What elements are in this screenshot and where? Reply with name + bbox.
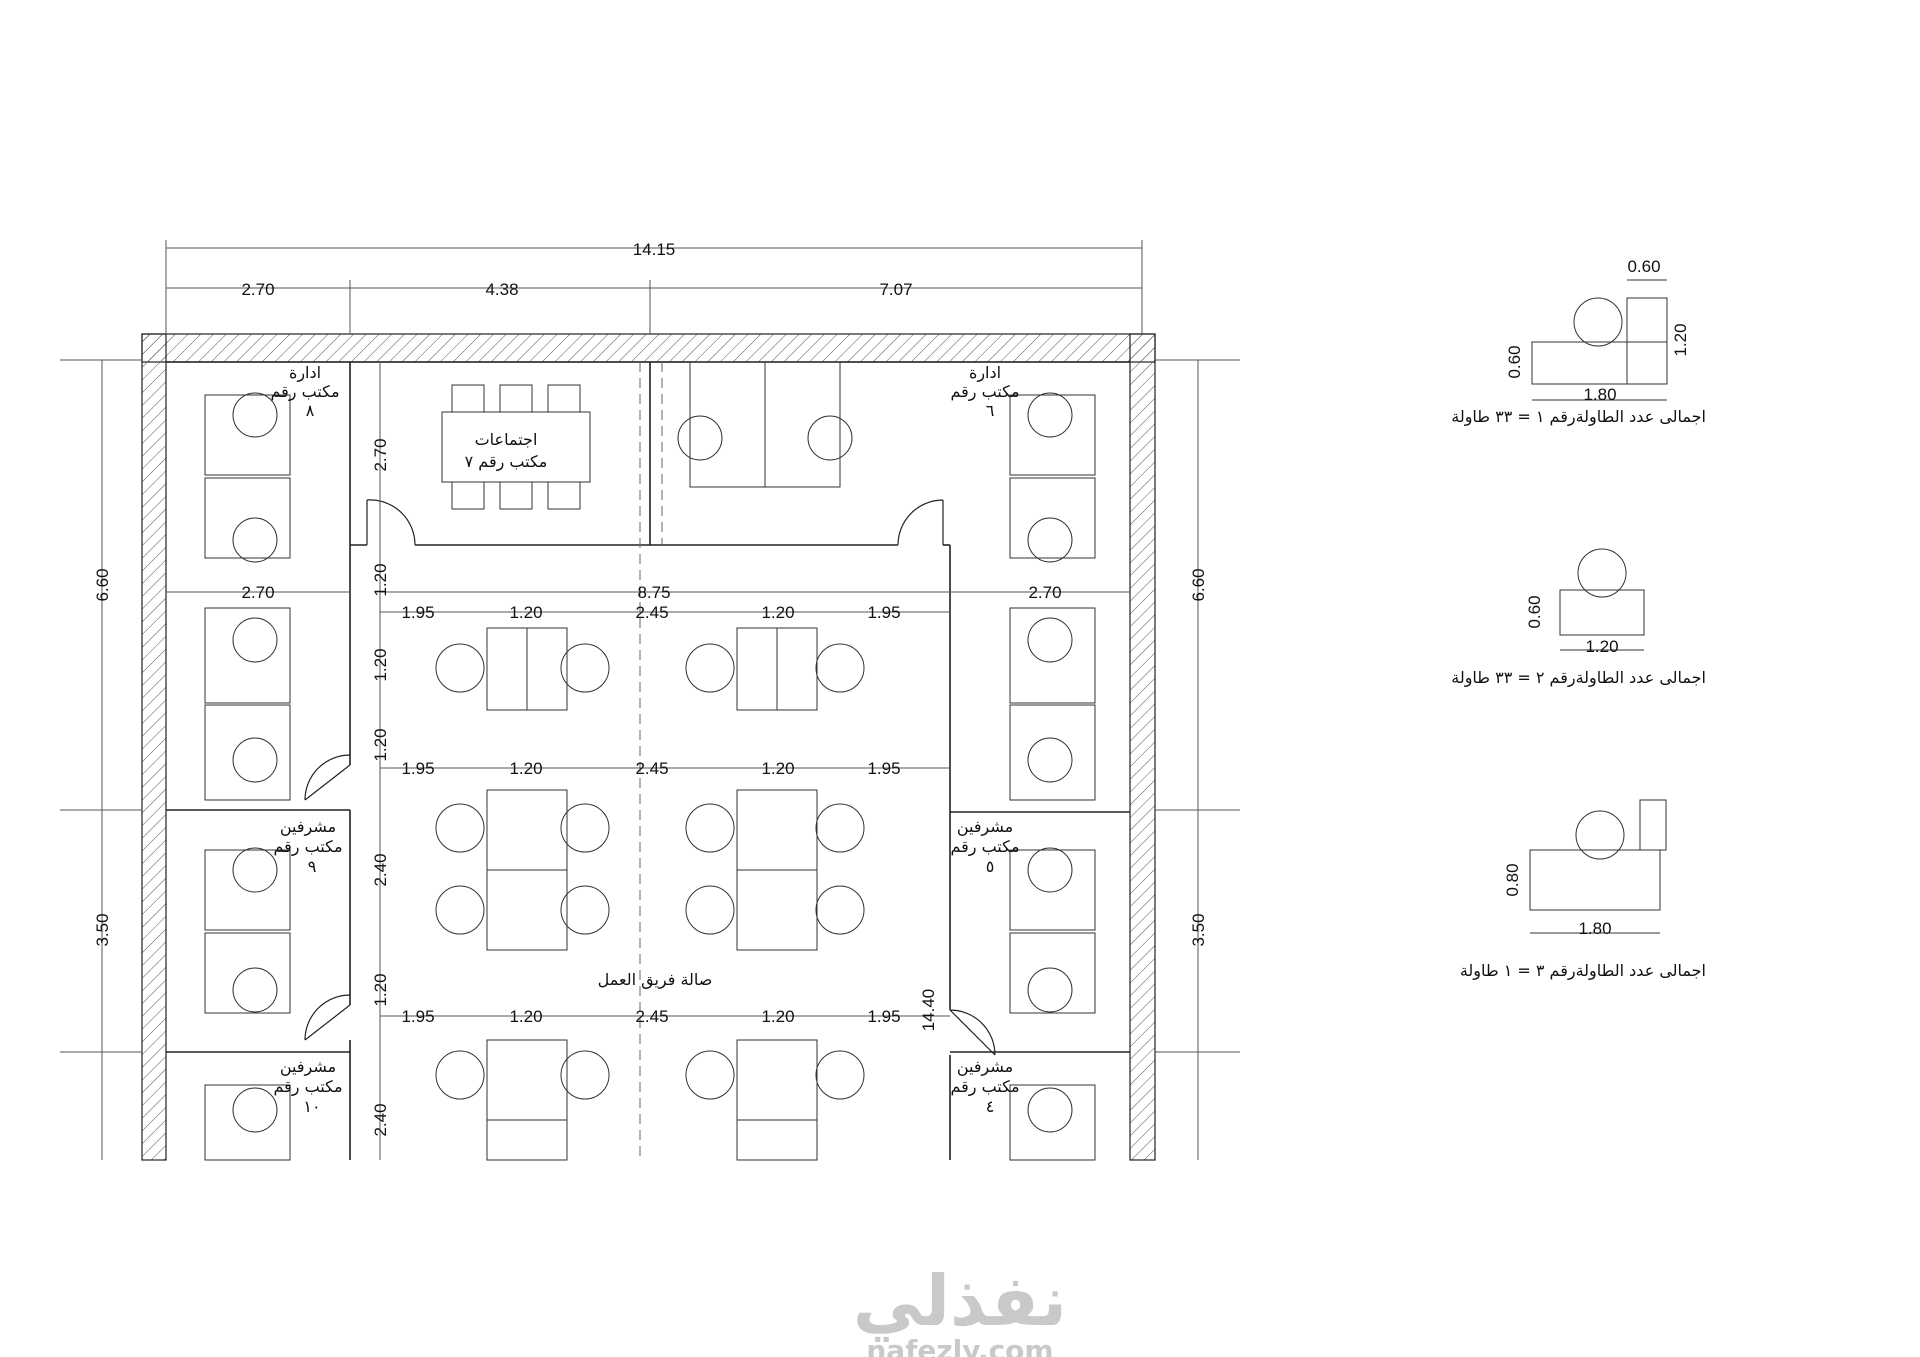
doors (304, 499, 996, 1056)
office-9-number: ٩ (308, 857, 317, 876)
dim-row-spacing: 1.20 (761, 1007, 794, 1026)
dim-hall-depth: 14.40 (919, 989, 938, 1032)
dim-row-spacing: 1.95 (867, 603, 900, 622)
watermark-latin: nafezly.com (866, 1334, 1053, 1357)
dim-row-spacing: 2.45 (635, 603, 668, 622)
legend-2-dim: 0.60 (1525, 595, 1544, 628)
dimension-lines (60, 240, 1240, 1160)
dim-row-spacing: 1.20 (509, 1007, 542, 1026)
legend-1-caption: اجمالى عدد الطاولةرقم ١ = ٣٣ طاولة (1451, 407, 1706, 427)
office-8-label: مكتب رقم (270, 382, 339, 402)
office-5-number: ٥ (986, 857, 995, 876)
dim-overall-width: 14.15 (633, 240, 676, 259)
dim-row-spacing: 1.95 (867, 759, 900, 778)
axis-lines (639, 362, 663, 1160)
office-8-label: ادارة (289, 363, 321, 383)
legend-1-dim: 0.60 (1505, 345, 1524, 378)
legend-3-dim: 1.80 (1578, 919, 1611, 938)
outer-walls (141, 333, 1156, 1161)
dimension-labels: 14.15 2.70 4.38 7.07 6.60 3.50 6.60 3.50… (93, 240, 1208, 1137)
room-labels: ادارة مكتب رقم ٨ اجتماعات مكتب رقم ٧ ادا… (270, 363, 1019, 1116)
dim-row-spacing: 1.20 (761, 759, 794, 778)
dim-side-right: 6.60 (1189, 568, 1208, 601)
office-9-label: مشرفين (280, 817, 336, 837)
dim-vertical: 1.20 (371, 648, 390, 681)
watermark-arabic: نفذلي (853, 1260, 1067, 1342)
legend: 0.60 1.20 0.60 1.80 اجمالى عدد الطاولةرق… (1451, 257, 1706, 981)
dim-vertical: 2.40 (371, 1103, 390, 1136)
dim-row-spacing: 1.95 (867, 1007, 900, 1026)
legend-1-dim: 1.20 (1671, 323, 1690, 356)
dim-office-width-right: 2.70 (1028, 583, 1061, 602)
legend-drawings (1529, 279, 1668, 934)
office-4-number: ٤ (986, 1097, 995, 1116)
chairs-persons (232, 392, 1073, 1133)
office-10-label: مكتب رقم (273, 1077, 342, 1097)
office-6-label: ادارة (969, 363, 1001, 383)
dim-row-spacing: 1.20 (509, 759, 542, 778)
dim-hall-width: 8.75 (637, 583, 670, 602)
dim-vertical: 1.20 (371, 973, 390, 1006)
office-4-label: مكتب رقم (950, 1077, 1019, 1097)
dim-top-segment: 4.38 (485, 280, 518, 299)
office-7-label: اجتماعات (475, 430, 538, 449)
dim-side-right: 3.50 (1189, 913, 1208, 946)
furniture (204, 361, 1096, 1161)
office-10-label: مشرفين (280, 1057, 336, 1077)
legend-3-caption: اجمالى عدد الطاولةرقم ٣ = ١ طاولة (1460, 961, 1706, 981)
legend-1-dim: 0.60 (1627, 257, 1660, 276)
office-5-label: مكتب رقم (950, 837, 1019, 857)
dim-row-spacing: 1.95 (401, 1007, 434, 1026)
office-8-number: ٨ (306, 401, 315, 420)
office-9-label: مكتب رقم (273, 837, 342, 857)
office-7-label: مكتب رقم ٧ (465, 452, 548, 472)
dim-row-spacing: 1.95 (401, 759, 434, 778)
watermark: نفذلي nafezly.com (853, 1260, 1067, 1357)
legend-2-dim: 1.20 (1585, 637, 1618, 656)
dim-office-width-left: 2.70 (241, 583, 274, 602)
dim-row-spacing: 2.45 (635, 759, 668, 778)
dim-vertical: 2.40 (371, 853, 390, 886)
dim-top-segment: 7.07 (879, 280, 912, 299)
dim-side-left: 6.60 (93, 568, 112, 601)
dim-top-segment: 2.70 (241, 280, 274, 299)
dim-row-spacing: 1.20 (761, 603, 794, 622)
hall-label: صالة فريق العمل (598, 970, 713, 990)
dim-row-spacing: 1.20 (509, 603, 542, 622)
office-6-label: مكتب رقم (950, 382, 1019, 402)
dim-vertical: 2.70 (371, 438, 390, 471)
legend-1-dim: 1.80 (1583, 385, 1616, 404)
dim-side-left: 3.50 (93, 913, 112, 946)
dim-vertical: 1.20 (371, 728, 390, 761)
legend-2-caption: اجمالى عدد الطاولةرقم ٢ = ٣٣ طاولة (1451, 668, 1706, 688)
dim-row-spacing: 1.95 (401, 603, 434, 622)
dim-vertical: 1.20 (371, 563, 390, 596)
office-5-label: مشرفين (957, 817, 1013, 837)
partitions (166, 361, 1130, 1160)
office-4-label: مشرفين (957, 1057, 1013, 1077)
dim-row-spacing: 2.45 (635, 1007, 668, 1026)
office-10-number: ١٠ (303, 1097, 320, 1116)
legend-3-dim: 0.80 (1503, 863, 1522, 896)
office-6-number: ٦ (986, 401, 995, 420)
